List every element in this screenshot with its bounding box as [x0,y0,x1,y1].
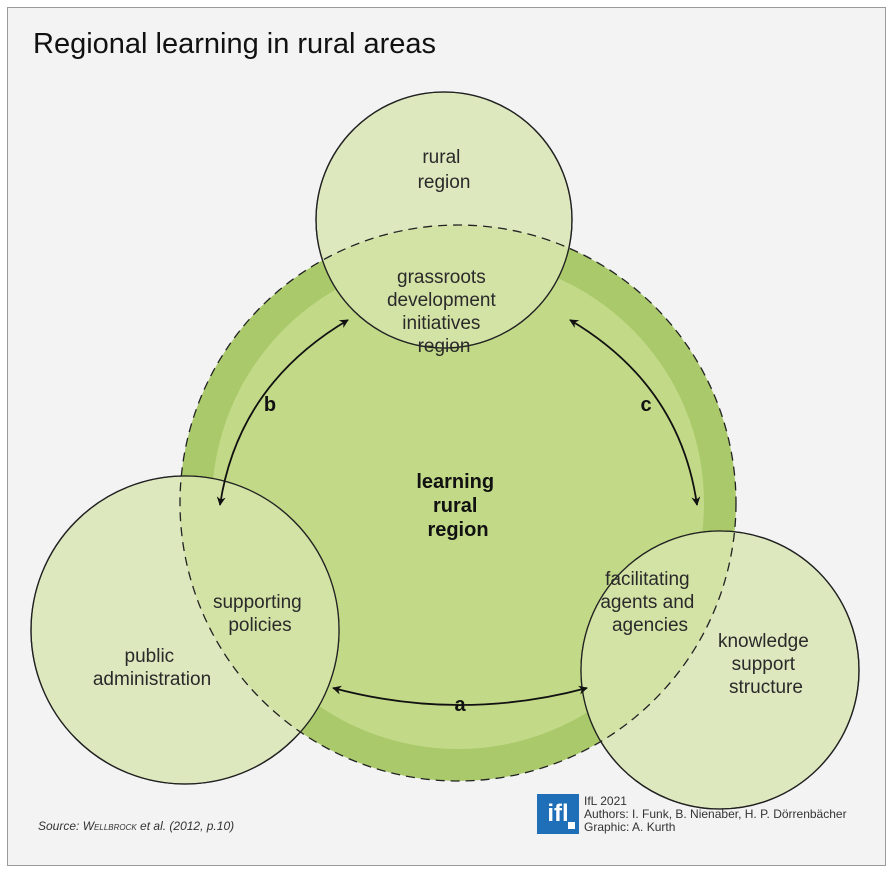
public-administration-outline [30,475,340,785]
label-rural-region: rural region [418,147,471,193]
label-learning-rural-region: learning rural region [416,471,499,541]
source-author: Wellbrock [82,819,137,833]
arrow-label-c: c [640,394,651,416]
arrow-label-a: a [454,694,466,716]
label-public-administration: public administration [93,646,211,690]
credits: IfL 2021 Authors: I. Funk, B. Nienaber, … [584,795,847,834]
arrow-c [569,319,701,506]
arrow-b [216,319,349,506]
ifl-logo: ifl [537,794,579,834]
page-title: Regional learning in rural areas [33,28,437,60]
source-note: Source: Wellbrock et al. (2012, p.10) [38,819,235,833]
label-grassroots: grassroots development initiatives regio… [387,267,501,357]
credits-line-1: IfL 2021 [584,794,627,808]
learning-region-dashed-outline [179,224,737,782]
credits-line-2: Authors: I. Funk, B. Nienaber, H. P. Dör… [584,807,847,821]
knowledge-support-outline [580,530,860,810]
label-facilitating-agents: facilitating agents and agencies [600,569,699,636]
label-supporting-policies: supporting policies [213,592,307,636]
label-knowledge-support: knowledge support structure [718,631,814,698]
credits-line-3: Graphic: A. Kurth [584,820,676,834]
arrow-a [332,685,588,706]
arrow-label-b: b [264,394,276,416]
rural-region-outline [315,91,573,349]
